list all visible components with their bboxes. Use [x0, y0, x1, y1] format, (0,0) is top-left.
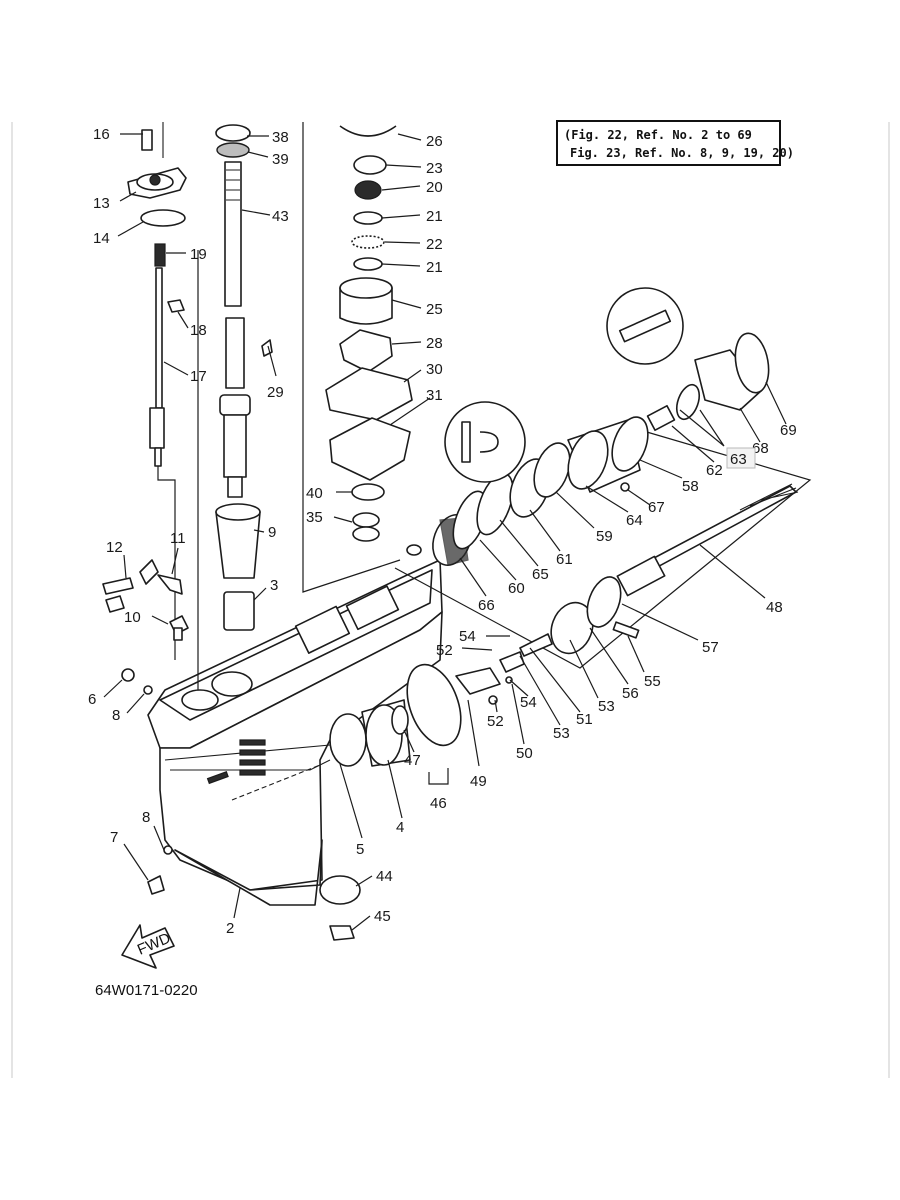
callout-7: 7 [110, 829, 118, 846]
detail-inset-pin [444, 401, 526, 483]
drive-shaft-assembly [215, 124, 273, 631]
callout-62: 62 [706, 462, 723, 479]
callout-13: 13 [93, 195, 110, 212]
callout-25: 25 [426, 301, 443, 318]
callout-68: 68 [752, 440, 769, 457]
callout-54a: 54 [459, 628, 476, 645]
callout-4: 4 [396, 819, 404, 836]
callout-60: 60 [508, 580, 525, 597]
callout-57: 57 [702, 639, 719, 656]
callout-3: 3 [270, 577, 278, 594]
callout-40: 40 [306, 485, 323, 502]
callout-59: 59 [596, 528, 613, 545]
drawing-code: 64W0171-0220 [95, 982, 198, 999]
callout-47: 47 [404, 752, 421, 769]
forward-direction-arrow: FWD [121, 924, 175, 969]
callout-35: 35 [306, 509, 323, 526]
callout-49: 49 [470, 773, 487, 790]
callout-16: 16 [93, 126, 110, 143]
front-gear-assembly [319, 576, 640, 941]
callout-48: 48 [766, 599, 783, 616]
callout-65: 65 [532, 566, 549, 583]
callout-numbers: 16 38 39 26 23 20 21 22 21 13 43 14 19 2… [88, 126, 797, 937]
note-line-1: (Fig. 22, Ref. No. 2 to 69 [564, 128, 752, 142]
callout-50: 50 [516, 745, 533, 762]
callout-leaders [103, 133, 787, 931]
callout-56: 56 [622, 685, 639, 702]
callout-5: 5 [356, 841, 364, 858]
callout-55: 55 [644, 673, 661, 690]
callout-17: 17 [190, 368, 207, 385]
callout-21b: 21 [426, 259, 443, 276]
callout-21a: 21 [426, 208, 443, 225]
callout-67: 67 [648, 499, 665, 516]
callout-28: 28 [426, 335, 443, 352]
callout-66: 66 [478, 597, 495, 614]
callout-45: 45 [374, 908, 391, 925]
callout-10: 10 [124, 609, 141, 626]
lower-case-housing [147, 559, 443, 906]
propeller-shaft [616, 483, 799, 597]
callout-8b: 8 [142, 809, 150, 826]
callout-20: 20 [426, 179, 443, 196]
shift-rod-assembly [127, 122, 187, 467]
callout-53a: 53 [598, 698, 615, 715]
callout-11: 11 [170, 530, 186, 547]
callout-30: 30 [426, 361, 443, 378]
callout-2: 2 [226, 920, 234, 937]
water-pump-assembly [325, 125, 413, 542]
callout-61: 61 [556, 551, 573, 568]
callout-51: 51 [576, 711, 593, 728]
callout-63: 63 [730, 451, 747, 468]
callout-43: 43 [272, 208, 289, 225]
callout-52b: 52 [487, 713, 504, 730]
callout-38: 38 [272, 129, 289, 146]
callout-19: 19 [190, 246, 207, 263]
note-line-2: Fig. 23, Ref. No. 8, 9, 19, 20) [570, 146, 794, 160]
callout-26: 26 [426, 133, 443, 150]
callout-29: 29 [267, 384, 284, 401]
callout-53b: 53 [553, 725, 570, 742]
callout-18: 18 [190, 322, 207, 339]
rear-gear-stack [406, 332, 770, 566]
callout-22: 22 [426, 236, 443, 253]
detail-inset-clip [606, 287, 684, 365]
callout-54b: 54 [520, 694, 537, 711]
callout-44: 44 [376, 868, 393, 885]
small-fasteners [102, 559, 189, 895]
callout-64: 64 [626, 512, 643, 529]
callout-8a: 8 [112, 707, 120, 724]
assembly-guide-lines [157, 122, 812, 690]
callout-46: 46 [430, 795, 447, 812]
callout-58: 58 [682, 478, 699, 495]
callout-6: 6 [88, 691, 96, 708]
callout-39: 39 [272, 151, 289, 168]
callout-12: 12 [106, 539, 123, 556]
callout-14: 14 [93, 230, 110, 247]
callout-63-highlight: 63 [726, 447, 756, 469]
callout-23: 23 [426, 160, 443, 177]
callout-31: 31 [426, 387, 443, 404]
reference-note-box: (Fig. 22, Ref. No. 2 to 69 Fig. 23, Ref.… [556, 120, 794, 166]
callout-52a: 52 [436, 642, 453, 659]
callout-69: 69 [780, 422, 797, 439]
callout-9: 9 [268, 524, 276, 541]
